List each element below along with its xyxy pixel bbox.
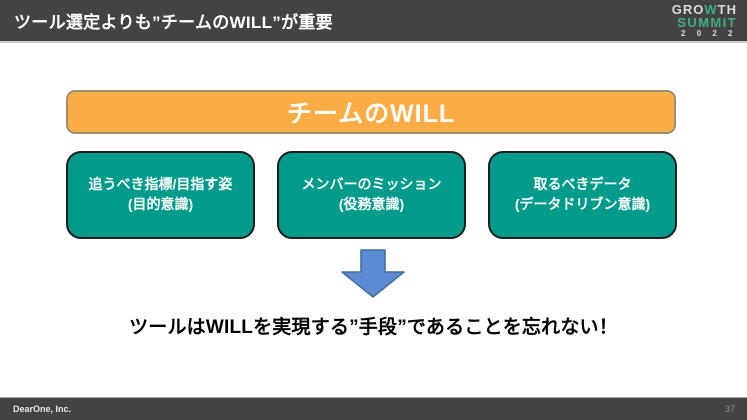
sub-box-line2: (役務意識) (338, 196, 405, 212)
logo-summit-text: SUMMIT (677, 15, 737, 30)
slide-title: ツール選定よりも”チームのWILL”が重要 (14, 13, 333, 32)
logo-th: TH (717, 2, 737, 17)
sub-box-line1: 取るべきデータ (533, 176, 632, 193)
logo-growth-text: GROWTH (672, 3, 737, 16)
sub-box-mission: メンバーのミッション (役務意識) (277, 151, 466, 239)
growth-summit-logo: GROWTH SUMMIT 2 0 2 2 (672, 3, 739, 38)
page-number: 37 (724, 404, 735, 414)
sub-box-metrics: 追うべき指標/目指す姿 (目的意識) (66, 151, 255, 239)
down-arrow-icon (341, 249, 405, 298)
team-will-box: チームのWILL (66, 90, 676, 134)
slide-header: ツール選定よりも”チームのWILL”が重要 GROWTH SUMMIT 2 0 … (0, 0, 747, 43)
company-name: DearOne, Inc. (13, 404, 72, 414)
logo-green-w-icon: W (704, 2, 718, 17)
sub-box-line2: (データドリブン意識) (514, 196, 651, 212)
slide-footer: DearOne, Inc. 37 (0, 397, 747, 420)
sub-box-line2: (目的意識) (127, 196, 194, 212)
logo-year-text: 2 0 2 2 (681, 29, 737, 38)
logo-gro: GRO (671, 2, 705, 17)
sub-box-line1: 追うべき指標/目指す姿 (88, 176, 233, 193)
sub-box-data: 取るべきデータ (データドリブン意識) (488, 151, 677, 239)
conclusion-text: ツールはWILLを実現する”手段”であることを忘れない！ (129, 317, 618, 338)
sub-box-line1: メンバーのミッション (301, 176, 442, 193)
